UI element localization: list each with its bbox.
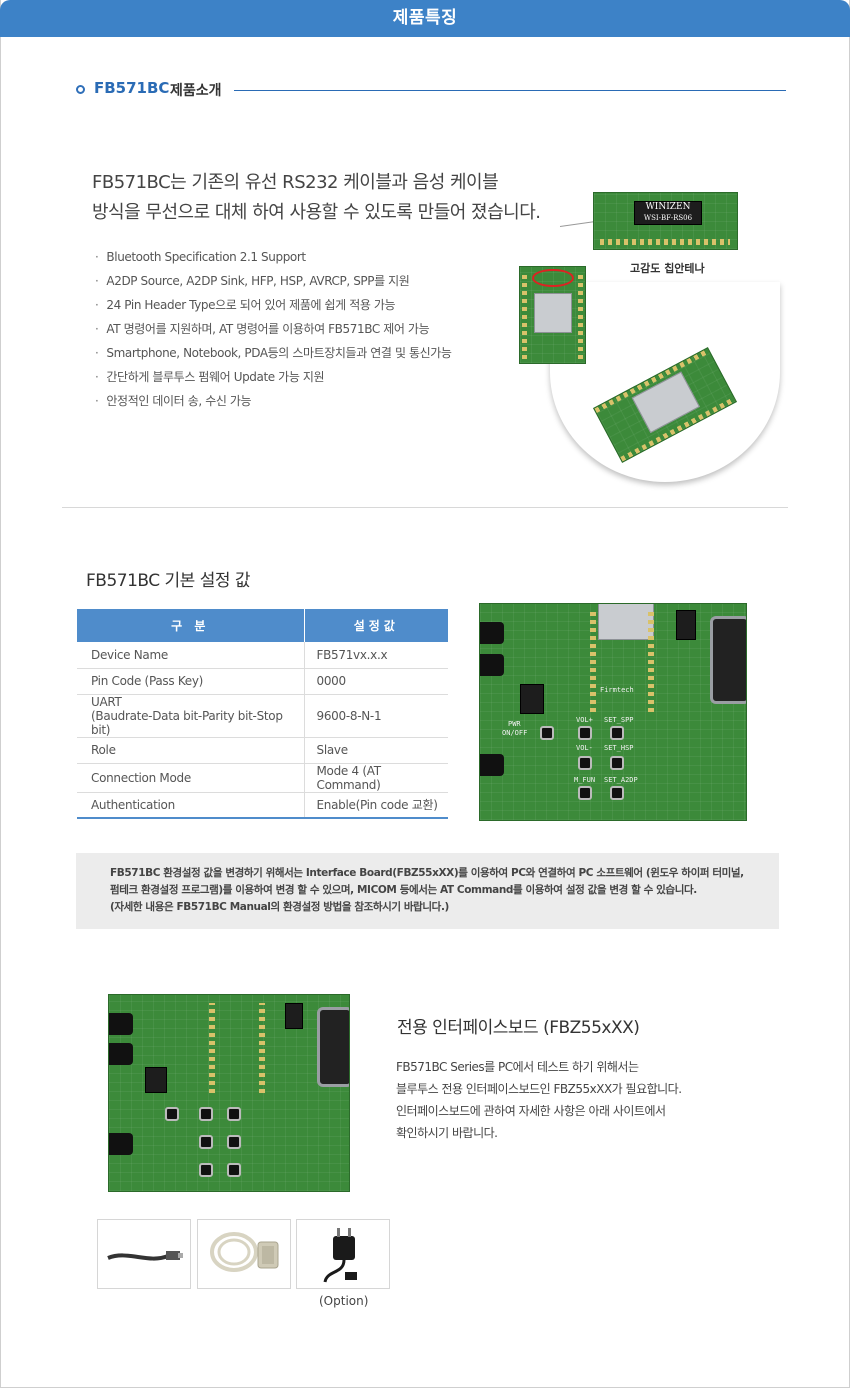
- antenna-closeup-image: WINIZEN WSI-BF-RS06: [593, 192, 738, 250]
- table-row: Role Slave: [77, 737, 448, 764]
- note-line-1: FB571BC 환경설정 값을 변경하기 위해서는 Interface Boar…: [110, 867, 744, 879]
- accessory-serial-cable: [197, 1219, 291, 1289]
- col-category-header: 구 분: [77, 609, 305, 642]
- table-row: Device Name FB571vx.x.x: [77, 642, 448, 669]
- row-value: 0000: [304, 668, 448, 695]
- settings-title: FB571BC 기본 설정 값: [86, 571, 251, 591]
- row-value: Slave: [304, 737, 448, 764]
- row-name-line-2: (Baudrate-Data bit-Parity bit-Stop bit): [91, 708, 283, 737]
- silk-brand: Firmtech: [600, 686, 634, 694]
- row-name: Device Name: [77, 642, 305, 669]
- settings-note: FB571BC 환경설정 값을 변경하기 위해서는 Interface Boar…: [76, 853, 779, 929]
- note-line-3: (자세한 내용은 FB571BC Manual의 환경설정 방법을 참조하시기 …: [110, 901, 449, 913]
- accessory-usb-cable: [97, 1219, 191, 1289]
- row-value: Mode 4 (AT Command): [304, 763, 448, 793]
- feature-item: A2DP Source, A2DP Sink, HFP, HSP, AVRCP,…: [95, 272, 452, 296]
- row-name: Authentication: [77, 792, 305, 819]
- section-model: FB571BC: [94, 79, 170, 97]
- module-angled-image: [593, 347, 737, 463]
- antenna-label: 고감도 칩안테나: [630, 262, 705, 275]
- silk-m-fun: M_FUN: [574, 776, 596, 784]
- row-name: Pin Code (Pass Key): [77, 668, 305, 695]
- silk-vol-down: VOL-: [576, 744, 593, 752]
- headline-line-2: 방식을 무선으로 대체 하여 사용할 수 있도록 만들어 졌습니다.: [92, 202, 541, 223]
- settings-table: 구 분 설정값 Device Name FB571vx.x.x Pin Code…: [77, 609, 448, 819]
- board-desc-line: 인터페이스보드에 관하여 자세한 사항은 아래 사이트에서: [396, 1104, 666, 1118]
- table-row: Pin Code (Pass Key) 0000: [77, 668, 448, 695]
- chip-marking: WINIZEN: [645, 202, 691, 212]
- row-value: Enable(Pin code 교환): [304, 792, 448, 819]
- module-top-image: [519, 266, 586, 364]
- row-name-line-1: UART: [91, 694, 122, 709]
- section-label: 제품소개: [170, 83, 222, 99]
- board-title: 전용 인터페이스보드 (FBZ55xXX): [397, 1018, 640, 1038]
- interface-board-image: Firmtech PWR ON/OFF VOL+ SET_SPP VOL- SE…: [479, 603, 747, 821]
- feature-item: Bluetooth Specification 2.1 Support: [95, 248, 452, 272]
- silk-pwr: PWR: [508, 720, 521, 728]
- col-value-header: 설정값: [304, 609, 448, 642]
- row-name: Role: [77, 737, 305, 764]
- silk-vol-up: VOL+: [576, 716, 593, 724]
- accessory-power-adapter: [296, 1219, 390, 1289]
- silk-onoff: ON/OFF: [502, 729, 528, 737]
- silk-set-hsp: SET_HSP: [604, 744, 634, 752]
- board-desc-line: FB571BC Series를 PC에서 테스트 하기 위해서는: [396, 1060, 639, 1074]
- feature-item: 안정적인 데이터 송, 수신 가능: [95, 392, 452, 416]
- feature-item: 간단하게 블루투스 펌웨어 Update 가능 지원: [95, 368, 452, 392]
- circle-bullet-icon: [76, 85, 85, 94]
- section-rule: [234, 90, 786, 91]
- row-name: UART (Baudrate-Data bit-Parity bit-Stop …: [77, 694, 305, 738]
- row-name: Connection Mode: [77, 763, 305, 793]
- table-row: Connection Mode Mode 4 (AT Command): [77, 763, 448, 793]
- feature-list: Bluetooth Specification 2.1 Support A2DP…: [95, 248, 452, 416]
- silk-set-a2dp: SET_A2DP: [604, 776, 638, 784]
- board-description: FB571BC Series를 PC에서 테스트 하기 위해서는 블루투스 전용…: [396, 1056, 682, 1144]
- module-zoom-circle: [550, 282, 780, 482]
- feature-item: 24 Pin Header Type으로 되어 있어 제품에 쉽게 적용 가능: [95, 296, 452, 320]
- feature-item: AT 명령어를 지원하며, AT 명령어를 이용하여 FB571BC 제어 가능: [95, 320, 452, 344]
- interface-board-image-2: [108, 994, 350, 1192]
- note-line-2: 펌테크 환경설정 프로그램)를 이용하여 변경 할 수 있으며, MICOM 등…: [110, 884, 697, 896]
- section-header-intro: FB571BC 제품소개: [76, 79, 786, 101]
- chip-sub-marking: WSI-BF-RS06: [643, 214, 693, 222]
- section-divider: [62, 507, 788, 508]
- board-desc-line: 블루투스 전용 인터페이스보드인 FBZ55xXX가 필요합니다.: [396, 1082, 682, 1096]
- serial-cable-icon: [210, 1232, 279, 1272]
- intro-headline: FB571BC는 기존의 유선 RS232 케이블과 음성 케이블 방식을 무선…: [92, 168, 541, 228]
- option-label: (Option): [319, 1294, 369, 1308]
- table-row: Authentication Enable(Pin code 교환): [77, 792, 448, 819]
- page-header: 제품특징: [0, 0, 850, 37]
- feature-item: Smartphone, Notebook, PDA등의 스마트장치들과 연결 및…: [95, 344, 452, 368]
- silk-set-spp: SET_SPP: [604, 716, 634, 724]
- headline-line-1: FB571BC는 기존의 유선 RS232 케이블과 음성 케이블: [92, 172, 499, 193]
- power-adapter-icon: [323, 1228, 357, 1283]
- row-value: FB571vx.x.x: [304, 642, 448, 669]
- board-desc-line: 확인하시기 바랍니다.: [396, 1126, 498, 1140]
- row-value: 9600-8-N-1: [304, 694, 448, 738]
- table-row: UART (Baudrate-Data bit-Parity bit-Stop …: [77, 694, 448, 738]
- usb-cable-icon: [107, 1251, 183, 1261]
